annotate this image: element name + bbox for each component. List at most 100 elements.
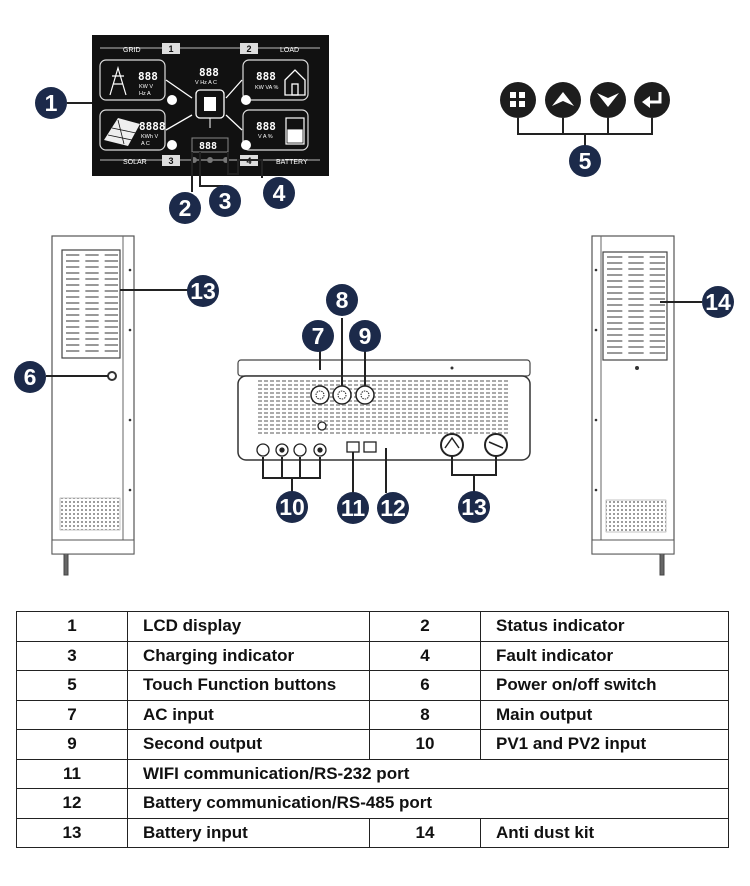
load-unit: KW VA % xyxy=(255,85,279,91)
callout-8-label: 8 xyxy=(336,287,349,313)
legend-number: 8 xyxy=(369,699,481,730)
callout-13a-label: 13 xyxy=(190,278,216,304)
legend-number: 1 xyxy=(16,611,128,642)
callout-14-badge xyxy=(702,286,734,318)
legend-description: Main output xyxy=(480,699,729,730)
callout-9-label: 9 xyxy=(359,323,372,349)
touch-buttons xyxy=(500,82,670,148)
callout-13b-badge xyxy=(458,491,490,523)
callout-1-label: 1 xyxy=(45,90,58,116)
up-arrow-icon[interactable] xyxy=(545,82,581,118)
callout-10-label: 10 xyxy=(279,494,305,520)
callout-2-label: 2 xyxy=(179,195,192,221)
callout-3-badge xyxy=(209,185,241,217)
menu-grid-icon[interactable] xyxy=(500,82,536,118)
bottom-panel-unit xyxy=(46,289,702,493)
legend-description: Fault indicator xyxy=(480,640,729,671)
second-output-port xyxy=(355,385,375,405)
grid-unit-1: KW V xyxy=(139,84,153,90)
legend-number: 5 xyxy=(16,670,128,701)
callout-11-badge xyxy=(337,492,369,524)
corner-1: 1 xyxy=(168,44,173,54)
legend-description: WIFI communication/RS-232 port xyxy=(127,758,729,789)
callout-4-label: 4 xyxy=(273,180,286,206)
legend-description: Charging indicator xyxy=(127,640,370,671)
callout-9-badge xyxy=(349,320,381,352)
left-side-unit xyxy=(51,235,135,576)
battery-readout: 888 xyxy=(256,120,276,133)
callout-12-badge xyxy=(377,492,409,524)
ac-input-port xyxy=(310,385,330,405)
legend-number: 2 xyxy=(369,611,481,642)
legend-number: 12 xyxy=(16,788,128,819)
legend-number: 10 xyxy=(369,729,481,760)
right-side-unit xyxy=(591,235,675,576)
callout-6-label: 6 xyxy=(24,364,37,390)
callout-12-label: 12 xyxy=(380,495,406,521)
house-icon xyxy=(284,69,306,96)
enter-return-icon[interactable] xyxy=(634,82,670,118)
legend-description: AC input xyxy=(127,699,370,730)
callout-2-badge xyxy=(169,192,201,224)
callout-8-badge xyxy=(326,284,358,316)
legend-description: Status indicator xyxy=(480,611,729,642)
lcd-display-panel: 1 2 3 4 GRID LOAD SOLAR BATTERY xyxy=(92,35,329,176)
legend-description: Battery input xyxy=(127,817,370,848)
legend-description: Anti dust kit xyxy=(480,817,729,848)
callout-7-badge xyxy=(302,320,334,352)
legend-number: 7 xyxy=(16,699,128,730)
legend-number: 4 xyxy=(369,640,481,671)
solar-readout: 8888 xyxy=(139,120,166,133)
legend-description: Second output xyxy=(127,729,370,760)
legend-description: Battery communication/RS-485 port xyxy=(127,788,729,819)
legend-number: 11 xyxy=(16,758,128,789)
grid-readout: 888 xyxy=(138,70,158,83)
solar-unit-1: KWh V xyxy=(141,134,158,140)
grid-label: GRID xyxy=(123,47,141,54)
callout-4-badge xyxy=(263,177,295,209)
legend-number: 6 xyxy=(369,670,481,701)
legend-description: Power on/off switch xyxy=(480,670,729,701)
corner-2: 2 xyxy=(246,44,251,54)
callout-6-badge xyxy=(14,361,46,393)
callout-13b-label: 13 xyxy=(461,494,487,520)
callout-13a-badge xyxy=(187,275,219,307)
grid-unit-2: Hz A xyxy=(139,91,151,97)
legend-description: PV1 and PV2 input xyxy=(480,729,729,760)
power-switch-icon[interactable] xyxy=(107,371,117,381)
callout-1-badge xyxy=(35,87,67,119)
legend-number: 14 xyxy=(369,817,481,848)
legend-number: 13 xyxy=(16,817,128,848)
main-output-port xyxy=(332,385,352,405)
corner-3: 3 xyxy=(168,156,173,166)
inverter-icon xyxy=(195,89,225,128)
battery-unit: V A % xyxy=(258,134,273,140)
down-arrow-icon[interactable] xyxy=(590,82,626,118)
callout-14-label: 14 xyxy=(705,289,731,315)
legend-description: Touch Function buttons xyxy=(127,670,370,701)
callout-5-label: 5 xyxy=(579,148,592,174)
load-label: LOAD xyxy=(280,47,299,54)
grid-tower-icon xyxy=(109,65,127,96)
solar-label: SOLAR xyxy=(123,159,147,166)
callout-5-badge xyxy=(569,145,601,177)
flow-nodes-icon xyxy=(167,95,251,150)
solar-unit-2: A C xyxy=(141,141,150,147)
product-diagram: 1 2 3 4 GRID LOAD SOLAR BATTERY xyxy=(14,35,734,576)
legend-number: 3 xyxy=(16,640,128,671)
callout-3-label: 3 xyxy=(219,188,232,214)
load-readout: 888 xyxy=(256,70,276,83)
battery-label: BATTERY xyxy=(276,159,308,166)
pv-input-ports xyxy=(256,421,327,457)
legend-description: LCD display xyxy=(127,611,370,642)
